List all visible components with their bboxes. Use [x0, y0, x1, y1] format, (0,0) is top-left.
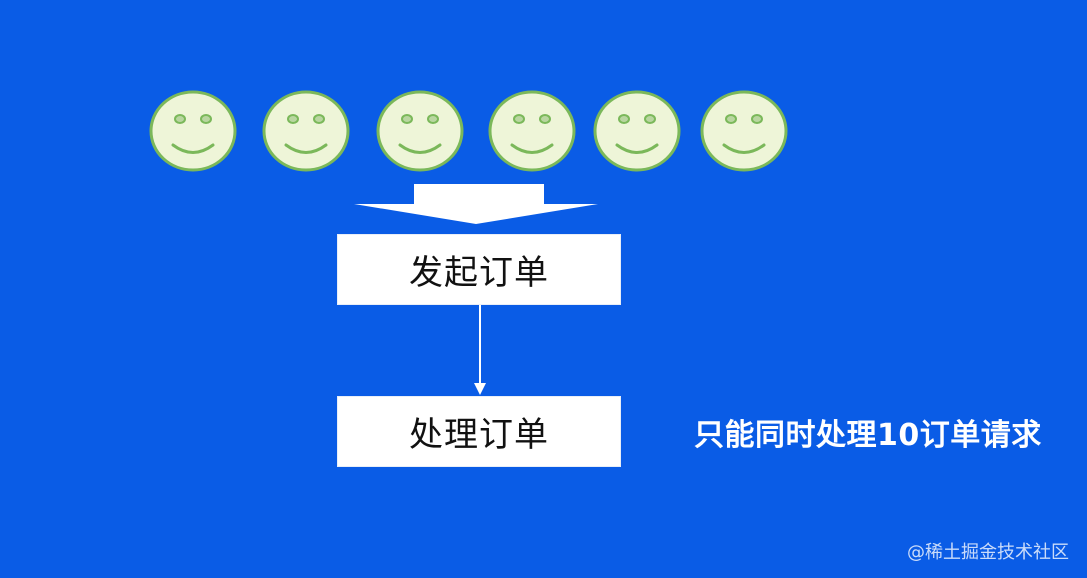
process-order-box: 处理订单 — [337, 396, 621, 467]
flow-arrow-icon — [470, 305, 490, 397]
create-order-box: 发起订单 — [337, 234, 621, 305]
capacity-note: 只能同时处理10订单请求 — [694, 418, 1042, 453]
create-order-label: 发起订单 — [409, 253, 549, 293]
smiley-face-icon — [376, 90, 464, 172]
watermark: @稀土掘金技术社区 — [907, 542, 1069, 563]
smiley-face-icon — [262, 90, 350, 172]
user-faces-row — [0, 0, 1087, 190]
smiley-face-icon — [488, 90, 576, 172]
smiley-face-icon — [593, 90, 681, 172]
smiley-face-icon — [700, 90, 788, 172]
process-order-label: 处理订单 — [409, 415, 549, 455]
down-arrow-icon — [340, 184, 610, 226]
smiley-face-icon — [149, 90, 237, 172]
